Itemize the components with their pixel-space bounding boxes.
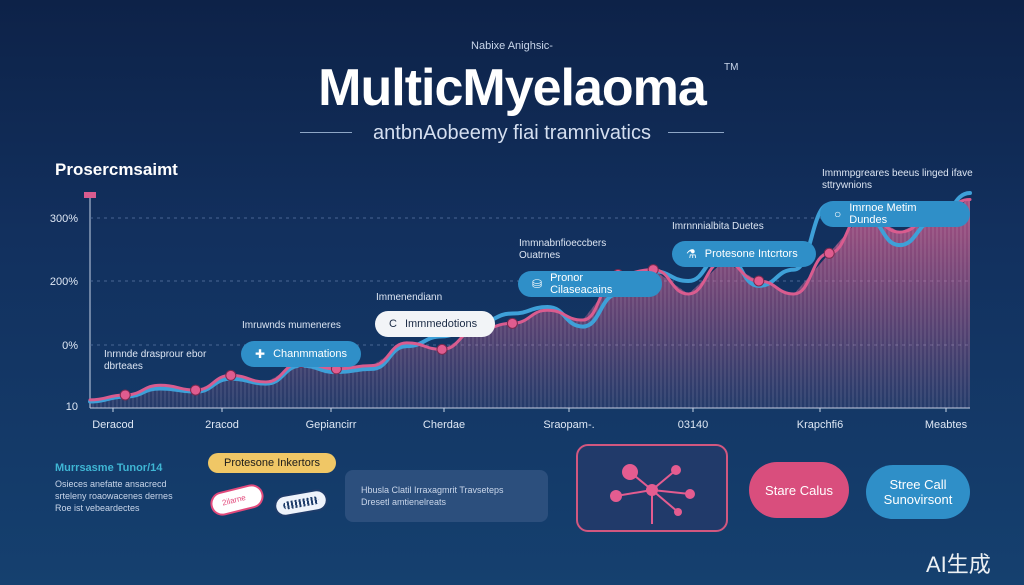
data-point [753,275,765,287]
annotation-pill-immmedotions[interactable]: C Immmedotions [375,311,495,337]
plus-icon: ✚ [255,347,266,361]
page-title: MulticMyelaoma [318,59,707,117]
annotation-pill-pronor[interactable]: ⛁ Pronor Cilaseacains [518,271,662,297]
circle-icon: ○ [834,207,842,221]
c-icon: C [389,318,397,330]
pill-label: Pronor Cilaseacains [550,272,613,296]
annotation-note-2: Imruwnds mumeneres [242,320,341,331]
pill-label: Imrnoe Metim Dundes [849,202,917,226]
proteasome-inhibitors-badge: Protesone Inkertors [208,453,336,473]
x-tick-label: Meabtes [925,419,968,431]
data-point [436,343,448,355]
annotation-pill-protesone[interactable]: ⚗ Protesone Intcrtors [672,241,816,267]
x-tick-label: Cherdae [423,419,465,431]
y-tick-label: 300% [50,213,78,225]
pill-capsule-label: 2ilarne [221,492,247,508]
tumor-title: Murrsasme Tunor/14 [55,462,163,474]
pill-label: Chanmmations [273,348,348,360]
annotation-pill-chanmmations[interactable]: ✚ Chanmmations [241,341,361,367]
annotation-pill-imrnoe[interactable]: ○ Imrnoe Metim Dundes [820,201,970,227]
title-divider-right [668,132,724,133]
pill-tube-icon [272,487,330,519]
tumor-description: Osieces anefatte ansacrecd srteleny roao… [55,479,173,513]
info-card: Hbusla Clatil Irraxagmrit Travseteps Dre… [345,470,548,522]
watermark: AI生成 [926,552,991,577]
data-point [823,247,835,259]
x-tick-label: Deracod [92,419,134,431]
y-tick-label: 0% [62,340,78,352]
data-point [225,369,237,381]
x-tick-label: Krapchfi6 [797,419,843,431]
supertitle: Nabixe Anighsic- [471,40,553,52]
y-tick-label: 10 [66,401,78,413]
stem-cell-environment-button[interactable]: Stree Call Sunovirsont [866,465,970,519]
pill-label: Protesone Intcrtors [704,248,798,260]
y-tick-label: 200% [50,276,78,288]
x-tick-label: Gepiancirr [306,419,357,431]
annotation-note-6: Immmpgreares beeus linged ifave sttrywni… [822,168,973,191]
pill-capsule-icon: 2ilarne [207,481,267,519]
stem-cells-button[interactable]: Stare Calus [749,462,849,518]
page-subtitle: antbnAobeemy fiai tramnivatics [373,122,651,144]
trademark-label: TM [724,62,739,73]
x-tick-label: Sraopam-. [543,419,594,431]
annotation-note-5: Imrnnnialbita Duetes [672,221,764,232]
annotation-note-4: Immnabnfioeccbers Ouatrnes [519,238,607,261]
data-point [190,384,202,396]
data-point [119,389,131,401]
database-icon: ⛁ [532,277,543,291]
network-card[interactable] [576,444,728,532]
data-point [506,317,518,329]
title-divider-left [300,132,352,133]
pill-label: Immmedotions [404,318,478,330]
x-tick-label: 03140 [678,419,709,431]
axis-cap [84,192,96,198]
area-stripes [90,199,970,408]
annotation-note-1: Inrnnde drasprour ebor dbrteaes [104,349,207,372]
lab-icon: ⚗ [686,247,697,261]
x-tick-label: 2racod [205,419,239,431]
section-title: Prosercmsaimt [55,160,178,179]
annotation-note-3: Immenendiann [376,292,443,303]
molecule-network-icon [610,464,695,524]
